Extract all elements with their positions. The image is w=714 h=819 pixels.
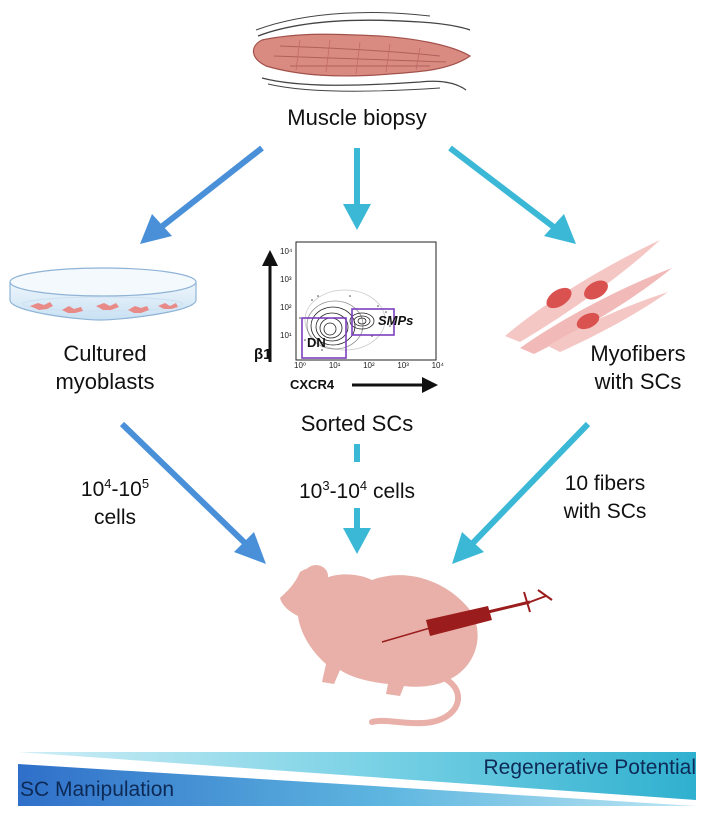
facs-x-tick-2: 10² <box>363 361 375 370</box>
fiber-count-line2: with SCs <box>563 500 647 523</box>
syringe-icon <box>381 589 553 643</box>
sorted-cell-count: 103-104 cells <box>262 478 452 506</box>
gate-dn <box>301 317 347 359</box>
facs-density-cloud <box>304 289 386 351</box>
facs-x-tick-0: 10⁰ <box>294 361 307 370</box>
cultured-myoblasts-label: Cultured myoblasts <box>40 340 170 396</box>
facs-x-tick-3: 10³ <box>397 361 409 370</box>
arrow-to-myofibers <box>448 145 576 244</box>
myofibers-label: Myofibers with SCs <box>568 340 708 396</box>
arrow-myoblasts-to-mouse <box>119 421 266 564</box>
sorted-count-sep: -10 <box>329 480 360 503</box>
fiber-count: 10 fibers with SCs <box>540 470 670 526</box>
facs-x-tick-4: 10⁴ <box>431 361 444 370</box>
regenerative-potential-label: Regenerative Potential <box>483 756 696 779</box>
facs-y-axis-label: β1 <box>254 346 272 363</box>
sorted-scs-label: Sorted SCs <box>300 411 414 436</box>
gate-smps-label: SMPs <box>378 313 414 328</box>
myoblast-count-base: 10 <box>80 478 105 501</box>
myoblast-count-sep: -10 <box>111 478 142 501</box>
arrow-to-myoblasts <box>140 145 264 244</box>
facs-y-tick-4: 10⁴ <box>280 247 293 256</box>
myoblast-cell-count: 104-105 cells <box>60 476 170 532</box>
gate-smps <box>351 308 395 336</box>
sorted-count-base: 10 <box>298 480 323 503</box>
muscle-biopsy-label: Muscle biopsy <box>287 105 427 130</box>
facs-x-axis-label: CXCR4 <box>290 377 335 392</box>
myofibers-line1: Myofibers <box>590 341 686 366</box>
facs-y-tick-2: 10² <box>280 303 292 312</box>
sc-manipulation-label: SC Manipulation <box>20 778 175 801</box>
myoblast-count-exp1: 4 <box>104 476 112 491</box>
gradient-bar <box>18 752 696 806</box>
arrow-sorted-to-mouse <box>343 444 371 554</box>
gate-dn-label: DN <box>307 335 326 350</box>
facs-y-tick-labels: 10⁴ 10³ 10² 10¹ <box>280 238 292 350</box>
mouse-icon <box>280 565 478 727</box>
sorted-count-unit: cells <box>367 480 416 503</box>
muscle-biopsy-icon <box>252 12 472 92</box>
petri-dish-icon <box>9 267 197 321</box>
myofibers-icon <box>505 240 672 354</box>
myoblast-count-exp2: 5 <box>141 476 150 491</box>
facs-scatter-dots <box>299 295 391 351</box>
facs-y-tick-3: 10³ <box>280 275 292 284</box>
sorted-count-exp2: 4 <box>359 478 368 493</box>
myofibers-line2: with SCs <box>594 369 682 394</box>
cultured-myoblasts-line2: myoblasts <box>55 369 155 394</box>
fiber-count-line1: 10 fibers <box>564 472 646 495</box>
facs-y-tick-1: 10¹ <box>280 331 292 340</box>
cultured-myoblasts-line1: Cultured <box>63 341 147 366</box>
arrow-to-sorted-scs <box>343 148 371 230</box>
sorted-count-exp1: 3 <box>322 478 330 493</box>
facs-x-tick-1: 10¹ <box>328 361 341 370</box>
arrow-myofibers-to-mouse <box>452 421 591 564</box>
facs-x-tick-labels: 10⁰ 10¹ 10² 10³ 10⁴ <box>294 361 444 370</box>
myoblast-count-unit: cells <box>93 506 136 529</box>
facs-plot <box>262 241 438 393</box>
